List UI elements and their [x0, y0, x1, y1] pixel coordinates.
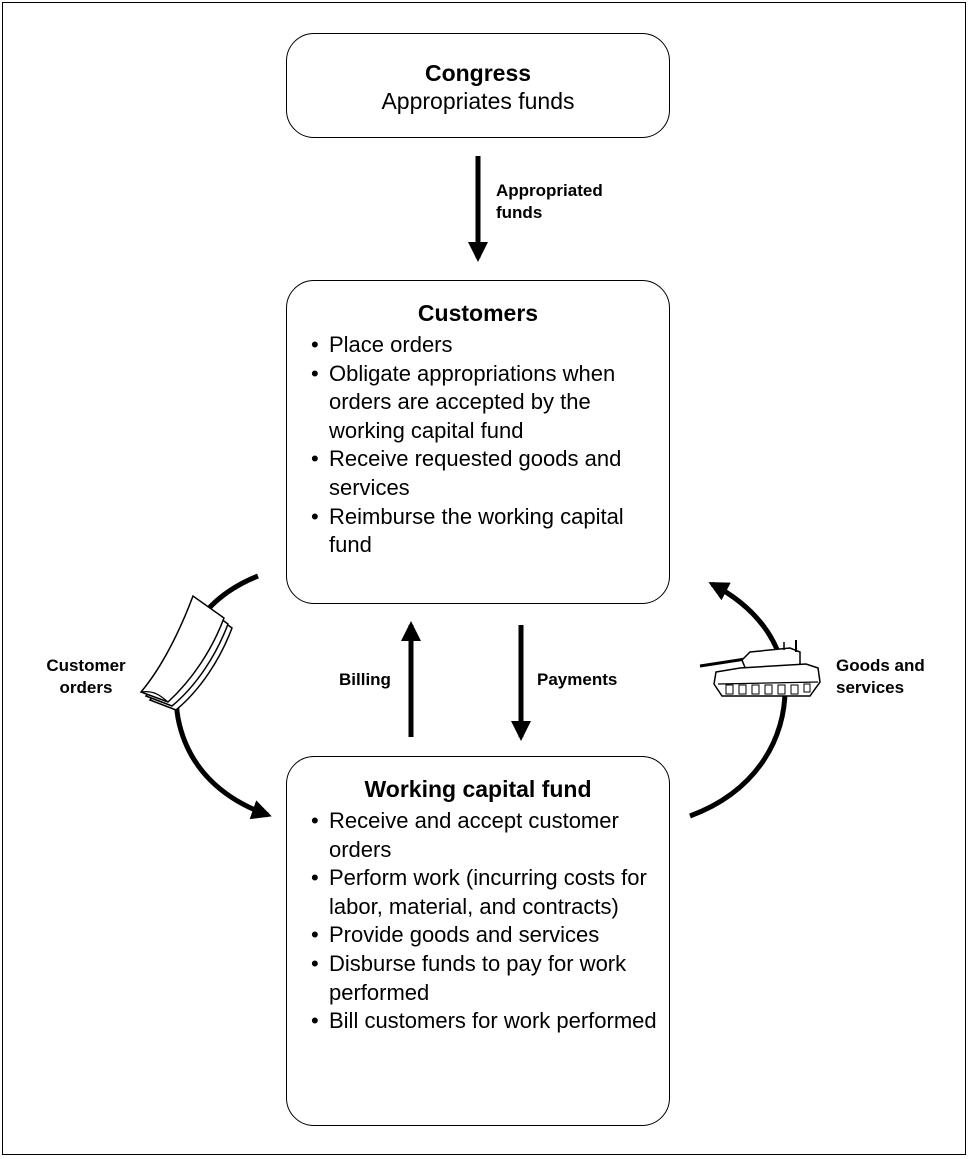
list-item: Receive requested goods and services — [295, 445, 661, 502]
working-capital-fund-list: Receive and accept customer ordersPerfor… — [295, 807, 661, 1036]
working-capital-fund-title: Working capital fund — [364, 776, 592, 802]
goods-and-services-label: Goods and services — [836, 656, 925, 697]
goods-and-services-arrow — [689, 581, 788, 819]
working-capital-fund-box: Working capital fund Receive and accept … — [286, 756, 670, 1126]
document-stack-icon — [139, 594, 233, 711]
billing-label: Billing — [339, 670, 391, 689]
congress-title: Congress — [424, 60, 532, 86]
list-item: Provide goods and services — [295, 921, 661, 950]
appropriated-funds-label: Appropriated funds — [496, 181, 603, 222]
customer-orders-label: Customer orders — [46, 656, 126, 697]
customers-box: Customers Place ordersObligate appropria… — [286, 280, 670, 604]
customers-list: Place ordersObligate appropriations when… — [295, 331, 661, 560]
tank-icon — [699, 640, 821, 697]
list-item: Obligate appropriations when orders are … — [295, 360, 661, 446]
customers-title: Customers — [417, 300, 539, 326]
list-item: Perform work (incurring costs for labor,… — [295, 864, 661, 921]
list-item: Bill customers for work performed — [295, 1007, 661, 1036]
list-item: Receive and accept customer orders — [295, 807, 661, 864]
congress-subtitle: Appropriates funds — [381, 88, 575, 114]
list-item: Reimburse the working capital fund — [295, 503, 661, 560]
list-item: Place orders — [295, 331, 661, 360]
payments-label: Payments — [537, 670, 618, 689]
congress-box: Congress Appropriates funds — [286, 33, 670, 138]
list-item: Disburse funds to pay for work performed — [295, 950, 661, 1007]
